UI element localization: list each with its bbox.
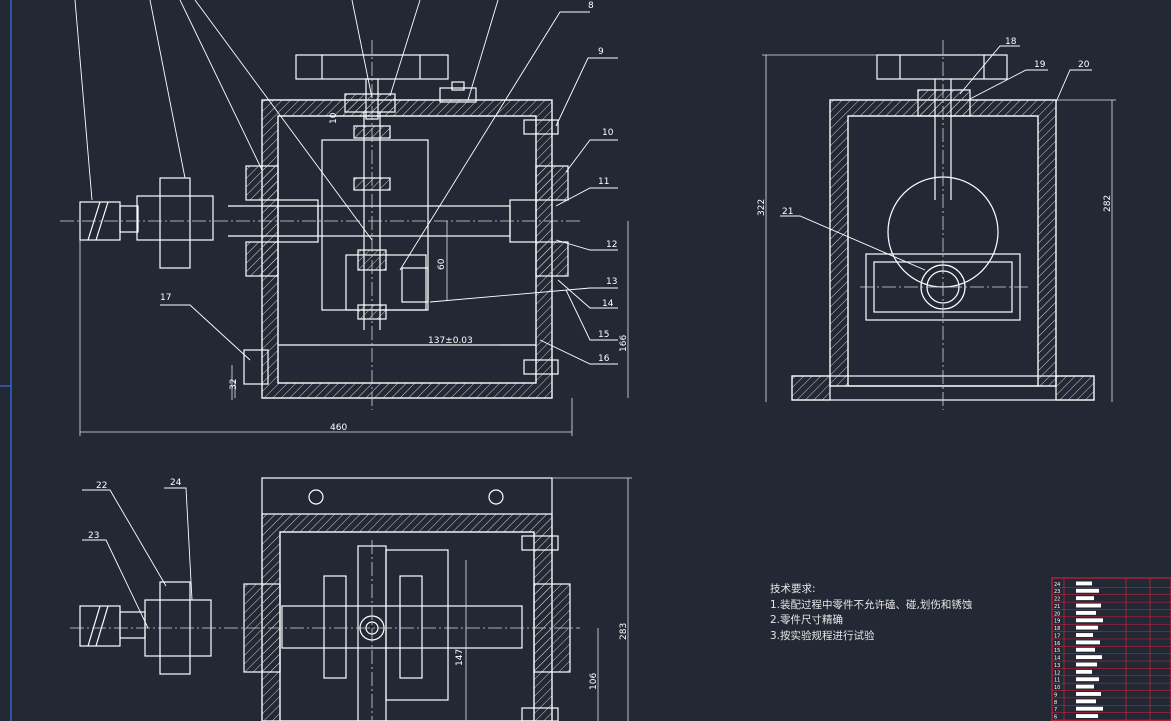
parts-row-number: 19: [1054, 619, 1060, 625]
parts-row-name: [1076, 714, 1098, 718]
parts-row-name: [1076, 610, 1096, 615]
dim-gear: 60: [437, 258, 447, 270]
parts-row-name: [1076, 618, 1103, 623]
parts-row-name: [1076, 677, 1099, 682]
parts-row-name: [1076, 596, 1094, 601]
annotations: 8 9 10 11 12 13 14 15 16 17 18 19 20 21 …: [88, 1, 1113, 690]
front-dimension-lines: [79, 221, 629, 436]
balloon-23: 23: [88, 531, 99, 541]
front-centerlines: [60, 40, 580, 410]
dim-base-height: 32: [229, 379, 239, 390]
dim-top-offset: 106: [589, 673, 599, 690]
parts-row-name: [1076, 633, 1093, 637]
parts-row-number: 24: [1054, 582, 1060, 588]
front-view: [79, 54, 569, 399]
parts-row-name: [1076, 581, 1092, 586]
parts-row-name: [1076, 588, 1099, 593]
parts-row-number: 10: [1054, 685, 1060, 691]
tech-req-item: 1.装配过程中零件不允许磕、碰,划伤和锈蚀: [770, 598, 973, 611]
parts-row-name: [1076, 684, 1094, 689]
parts-row-number: 23: [1054, 589, 1060, 595]
parts-row-number: 6: [1054, 715, 1057, 721]
dim-small: 10: [329, 112, 339, 124]
parts-row-name: [1076, 662, 1097, 667]
balloon-10: 10: [602, 128, 614, 138]
dim-top-overall-depth: 283: [619, 623, 629, 640]
balloon-22: 22: [96, 481, 107, 491]
balloon-24: 24: [170, 478, 182, 488]
parts-row-name: [1076, 692, 1101, 696]
balloon-19: 19: [1034, 60, 1046, 70]
balloon-11: 11: [598, 177, 609, 187]
parts-row-name: [1076, 699, 1096, 704]
dim-side-body-height: 282: [1103, 195, 1113, 212]
balloon-21: 21: [782, 207, 793, 217]
technical-requirements: 技术要求: 1.装配过程中零件不允许磕、碰,划伤和锈蚀 2.零件尺寸精确 3.按…: [770, 582, 972, 644]
parts-row-number: 22: [1054, 597, 1060, 603]
housing-wall: [261, 99, 553, 399]
parts-row-number: 13: [1054, 663, 1060, 669]
balloon-12: 12: [606, 240, 617, 250]
dim-center-distance: 137±0.03: [428, 336, 473, 346]
coupling: [136, 195, 214, 241]
parts-row-name: [1076, 625, 1098, 630]
balloon-13: 13: [606, 277, 617, 287]
parts-row-number: 8: [1054, 700, 1057, 706]
tech-req-title: 技术要求:: [770, 583, 816, 595]
parts-row-name: [1076, 655, 1102, 660]
tech-req-item: 3.按实验规程进行试验: [770, 629, 875, 642]
parts-row-number: 11: [1054, 678, 1060, 684]
balloon-17: 17: [160, 293, 171, 303]
parts-row-name: [1076, 669, 1092, 674]
balloon-8: 8: [588, 1, 594, 11]
front-leaders: [74, 0, 618, 365]
parts-row-number: 14: [1054, 656, 1060, 662]
balloon-14: 14: [602, 299, 614, 309]
side-centerlines: [860, 40, 1030, 410]
parts-row-name: [1076, 706, 1103, 711]
parts-row-number: 20: [1054, 611, 1060, 617]
tech-req-item: 2.零件尺寸精确: [770, 614, 844, 626]
parts-row-number: 12: [1054, 670, 1060, 676]
dim-side-overall-height: 322: [757, 199, 767, 216]
parts-row-number: 7: [1054, 707, 1057, 713]
top-view: [79, 477, 571, 721]
balloon-9: 9: [598, 47, 604, 57]
parts-row-number: 9: [1054, 692, 1057, 698]
parts-row-number: 21: [1054, 604, 1060, 610]
side-leaders: [780, 45, 1092, 271]
dim-top-inner: 147: [455, 649, 465, 666]
side-dimension-lines: [762, 54, 1116, 402]
top-centerlines: [70, 540, 580, 721]
parts-row-name: [1076, 640, 1100, 645]
balloon-20: 20: [1078, 60, 1090, 70]
dim-shaft-height: 166: [619, 335, 629, 352]
parts-row-number: 15: [1054, 648, 1060, 654]
parts-row-number: 18: [1054, 626, 1060, 632]
parts-row-name: [1076, 647, 1095, 652]
parts-row-name: [1076, 603, 1101, 608]
parts-row-number: 16: [1054, 641, 1060, 647]
balloon-18: 18: [1005, 37, 1017, 47]
top-dimension-lines: [465, 477, 632, 721]
parts-row-number: 17: [1054, 633, 1060, 639]
top-leaders: [82, 487, 193, 629]
balloon-15: 15: [598, 330, 609, 340]
balloon-16: 16: [598, 354, 610, 364]
dim-overall-length: 460: [330, 423, 347, 433]
